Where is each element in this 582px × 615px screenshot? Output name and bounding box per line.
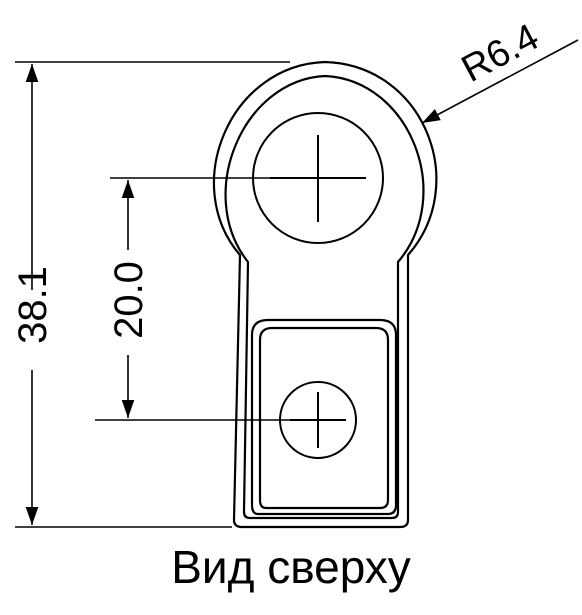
dim-label-overall-height: 38.1 bbox=[11, 266, 55, 344]
lug-crimp-inner bbox=[258, 326, 390, 510]
large-hole bbox=[252, 112, 384, 244]
lug-inner-contour bbox=[224, 74, 425, 520]
lug-crimp-section bbox=[250, 318, 398, 516]
small-hole bbox=[279, 381, 357, 459]
dim-hole-spacing bbox=[95, 177, 290, 421]
dim-label-hole-spacing: 20.0 bbox=[107, 261, 151, 339]
view-caption: Вид сверху bbox=[171, 541, 411, 593]
lug-outer-contour bbox=[212, 60, 438, 529]
radius-leader-line bbox=[421, 39, 579, 124]
dim-label-radius: R6.4 bbox=[455, 16, 546, 91]
dim-radius bbox=[421, 39, 579, 124]
lug-outline bbox=[212, 60, 438, 529]
dim-overall-height bbox=[15, 61, 290, 528]
